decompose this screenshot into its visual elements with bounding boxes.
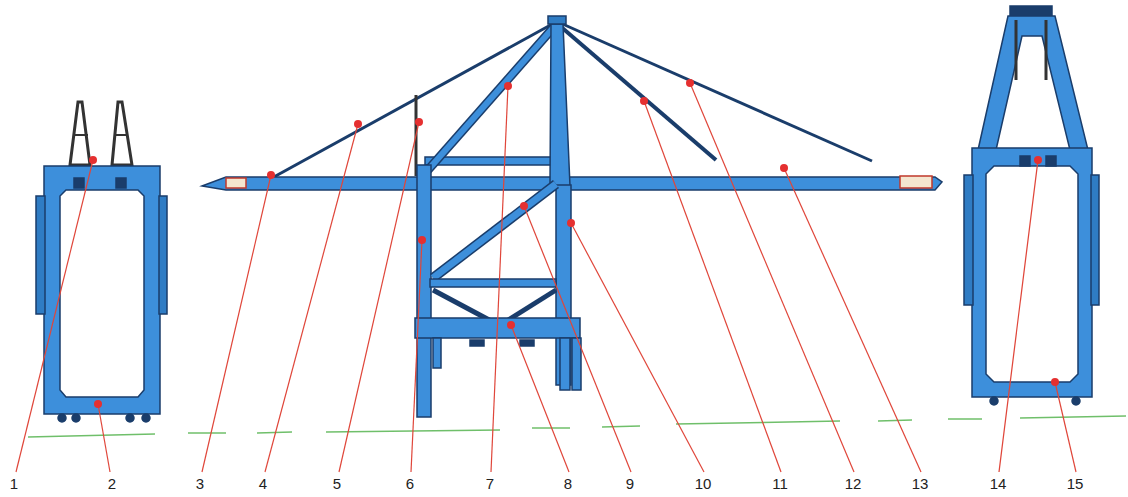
callout-number: 12 [844, 476, 863, 491]
callout-number: 2 [107, 476, 117, 491]
callout-number: 9 [625, 476, 635, 491]
callout-number: 13 [911, 476, 930, 491]
crane-side-view [202, 16, 942, 417]
callout-number: 8 [563, 476, 573, 491]
ground-line [28, 416, 1126, 437]
callout-number: 1 [9, 476, 19, 491]
callout-number: 3 [195, 476, 205, 491]
callout-number: 5 [332, 476, 342, 491]
callout-number: 11 [771, 476, 789, 491]
callout-number: 6 [405, 476, 415, 491]
callout-number: 15 [1066, 476, 1085, 491]
callout-number: 4 [258, 476, 268, 491]
leader-line [16, 83, 1076, 472]
portal-end-view [36, 102, 167, 422]
callout-number: 14 [989, 476, 1008, 491]
callout-number: 10 [694, 476, 713, 491]
marker-dot [89, 79, 1059, 408]
callout-number: 7 [485, 476, 495, 491]
portal-end-view [964, 6, 1099, 405]
